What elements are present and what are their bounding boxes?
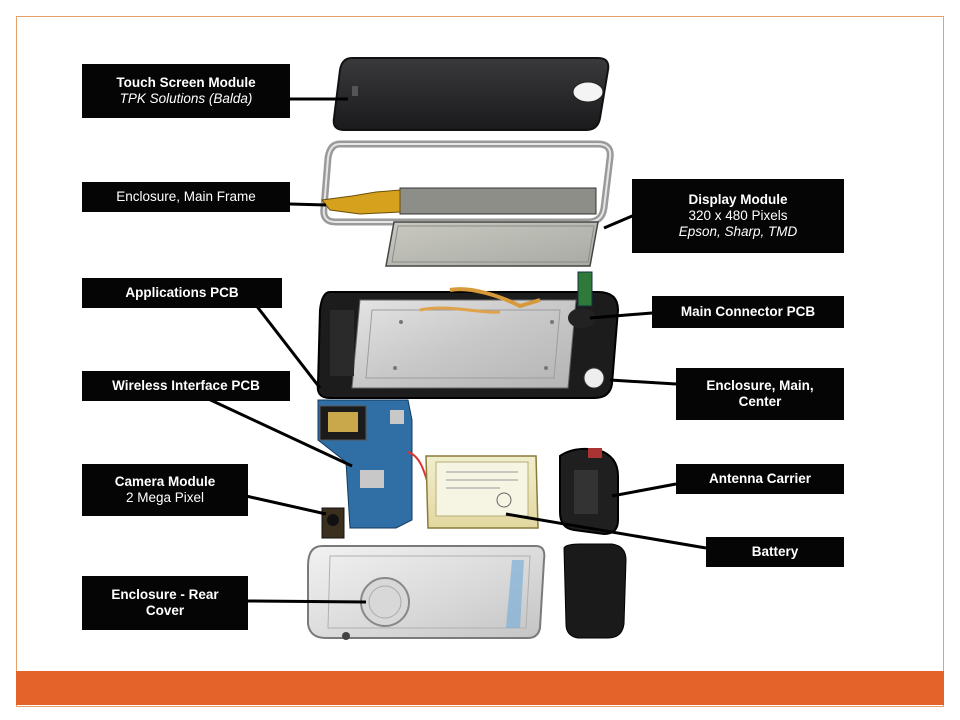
label-camera-module-spec: 2 Mega Pixel <box>125 490 205 505</box>
label-enclosure-main-frame: Enclosure, Main Frame <box>82 182 290 212</box>
label-wireless-interface-pcb-title: Wireless Interface PCB <box>112 378 260 393</box>
label-main-connector-pcb-title: Main Connector PCB <box>680 304 816 319</box>
label-display-module-title: Display Module <box>688 192 788 207</box>
label-applications-pcb-title: Applications PCB <box>125 285 239 300</box>
antenna-carrier-part <box>559 447 619 536</box>
label-touch-screen-title: Touch Screen Module <box>116 75 256 90</box>
footer-accent-bar <box>16 671 944 705</box>
label-enclosure-rear-cover-line1: Enclosure - Rear <box>111 587 219 602</box>
label-wireless-interface-pcb: Wireless Interface PCB <box>82 371 290 401</box>
label-touch-screen-vendor: TPK Solutions (Balda) <box>119 91 253 106</box>
wireless-interface-pcb-part <box>317 399 431 529</box>
label-display-module-resolution: 320 x 480 Pixels <box>688 208 788 223</box>
rear-antenna-cap-part <box>563 543 627 639</box>
label-battery: Battery <box>706 537 844 567</box>
enclosure-main-frame-part <box>320 140 614 226</box>
label-enclosure-main-frame-title: Enclosure, Main Frame <box>116 189 256 204</box>
enclosure-main-center-part <box>316 271 620 399</box>
label-antenna-carrier-title: Antenna Carrier <box>708 471 812 486</box>
label-camera-module: Camera Module 2 Mega Pixel <box>82 464 248 516</box>
label-applications-pcb: Applications PCB <box>82 278 282 308</box>
camera-module-part <box>321 507 345 539</box>
callout-lines <box>201 97 707 604</box>
label-enclosure-main-center: Enclosure, Main, Center <box>676 368 844 420</box>
touch-screen-module-part <box>332 57 610 131</box>
label-main-connector-pcb: Main Connector PCB <box>652 296 844 328</box>
label-enclosure-main-center-line2: Center <box>738 394 782 409</box>
label-antenna-carrier: Antenna Carrier <box>676 464 844 494</box>
label-enclosure-rear-cover: Enclosure - Rear Cover <box>82 576 248 630</box>
label-display-module-vendors: Epson, Sharp, TMD <box>678 224 798 239</box>
label-battery-title: Battery <box>751 544 799 559</box>
label-display-module: Display Module 320 x 480 Pixels Epson, S… <box>632 179 844 253</box>
battery-part <box>425 455 539 529</box>
label-enclosure-main-center-line1: Enclosure, Main, <box>706 378 814 393</box>
label-camera-module-title: Camera Module <box>114 474 216 489</box>
label-enclosure-rear-cover-line2: Cover <box>145 603 185 618</box>
enclosure-rear-cover-part <box>307 545 546 640</box>
label-touch-screen-module: Touch Screen Module TPK Solutions (Balda… <box>82 64 290 118</box>
display-module-part <box>385 221 599 267</box>
